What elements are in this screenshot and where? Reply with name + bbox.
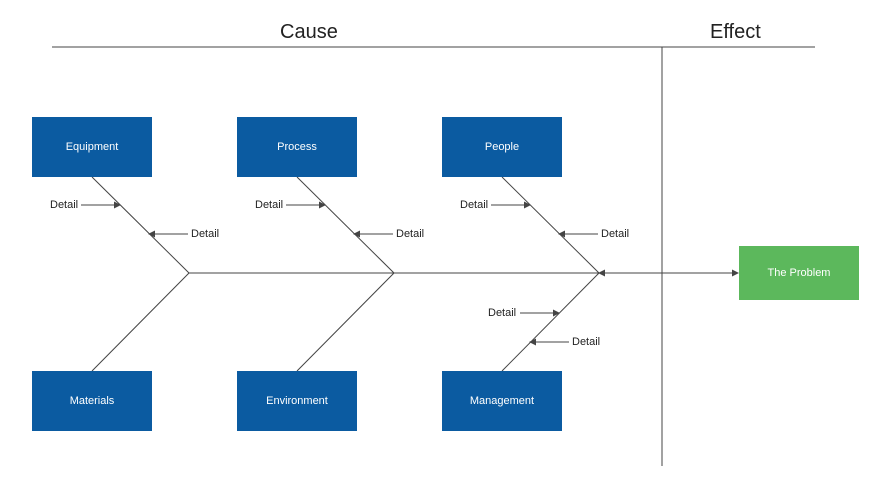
bone-materials [91,272,190,372]
category-materials[interactable]: Materials [32,371,152,431]
bone-process [296,176,395,274]
bone-management [501,272,600,372]
detail-label-equipment-1: Detail [50,199,79,211]
detail-label-people-2: Detail [601,228,630,240]
effect-problem-box[interactable]: The Problem [739,246,859,300]
category-equipment[interactable]: Equipment [32,117,152,177]
detail-label-management-2: Detail [572,336,601,348]
detail-label-process-2: Detail [396,228,425,240]
cause-header: Cause [280,21,338,43]
bone-environment [296,272,395,372]
detail-label-management-1: Detail [488,307,517,319]
effect-header: Effect [710,21,761,43]
detail-label-process-1: Detail [255,199,284,211]
category-environment[interactable]: Environment [237,371,357,431]
detail-label-people-1: Detail [460,199,489,211]
category-process[interactable]: Process [237,117,357,177]
detail-label-equipment-2: Detail [191,228,220,240]
category-management[interactable]: Management [442,371,562,431]
bone-equipment [91,176,190,274]
bone-people [501,176,600,274]
category-people[interactable]: People [442,117,562,177]
